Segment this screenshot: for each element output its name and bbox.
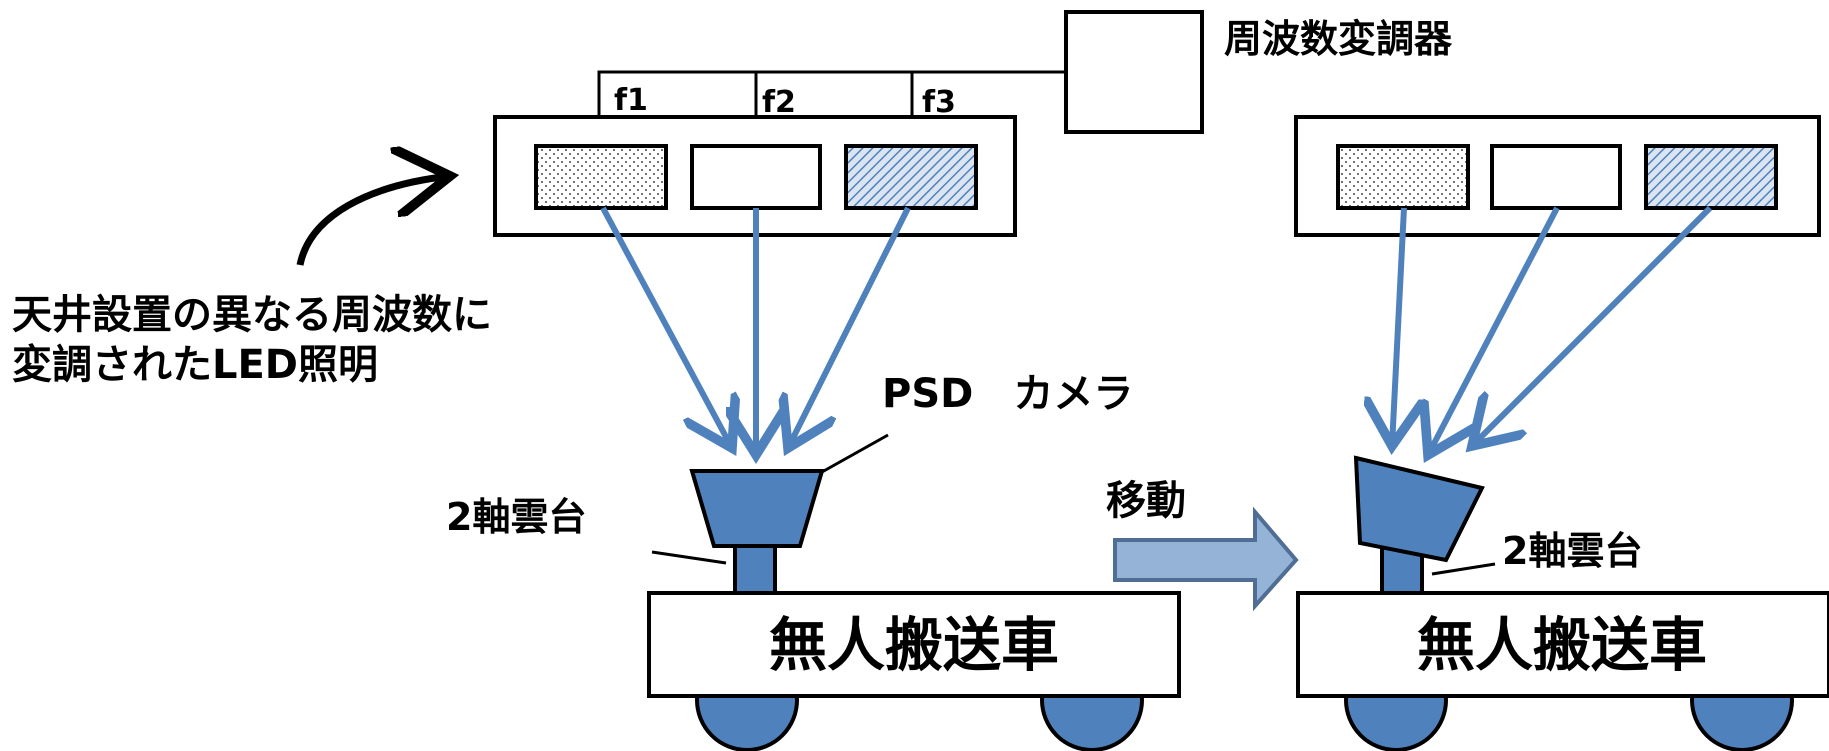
psd-camera-label: PSD カメラ [882,371,1133,417]
move-arrow [1113,506,1299,612]
pan-tilt-label-right: 2軸雲台 [1502,529,1642,573]
led-panel-right [1294,115,1821,237]
led-description-line2: 変調されたLED照明 [12,342,378,388]
pan-tilt-mount-left [733,543,777,597]
pan-tilt-label-left: 2軸雲台 [446,495,586,539]
led-panel-left [493,115,1017,237]
led-f3-hatched [844,144,978,210]
led-f2-plain [690,144,822,210]
frequency-modulator-box [1064,10,1204,134]
led-f1-dotted [534,144,668,210]
pan-tilt-leader-right [1431,562,1496,576]
led-pointer-arrow [296,176,450,266]
light-beams-left [600,206,911,455]
pan-tilt-leader-left [651,550,727,565]
psd-camera-right [1353,455,1485,563]
f3-label: f3 [922,85,956,120]
psd-camera-left [689,469,825,548]
led-f2-plain-right [1490,144,1622,210]
led-f1-dotted-right [1336,144,1470,210]
modulator-label: 周波数変調器 [1224,17,1453,61]
psd-camera-leader [821,433,889,474]
agv-label-left: 無人搬送車 [769,611,1059,679]
agv-left [647,591,1181,751]
light-beams-right [1392,205,1713,455]
f1-label: f1 [614,83,648,118]
led-f3-hatched-right [1644,144,1778,210]
agv-label-right: 無人搬送車 [1417,611,1707,679]
f2-label: f2 [762,85,796,120]
move-label: 移動 [1106,478,1186,524]
led-description-line1: 天井設置の異なる周波数に [12,292,492,338]
agv-right [1296,591,1829,751]
